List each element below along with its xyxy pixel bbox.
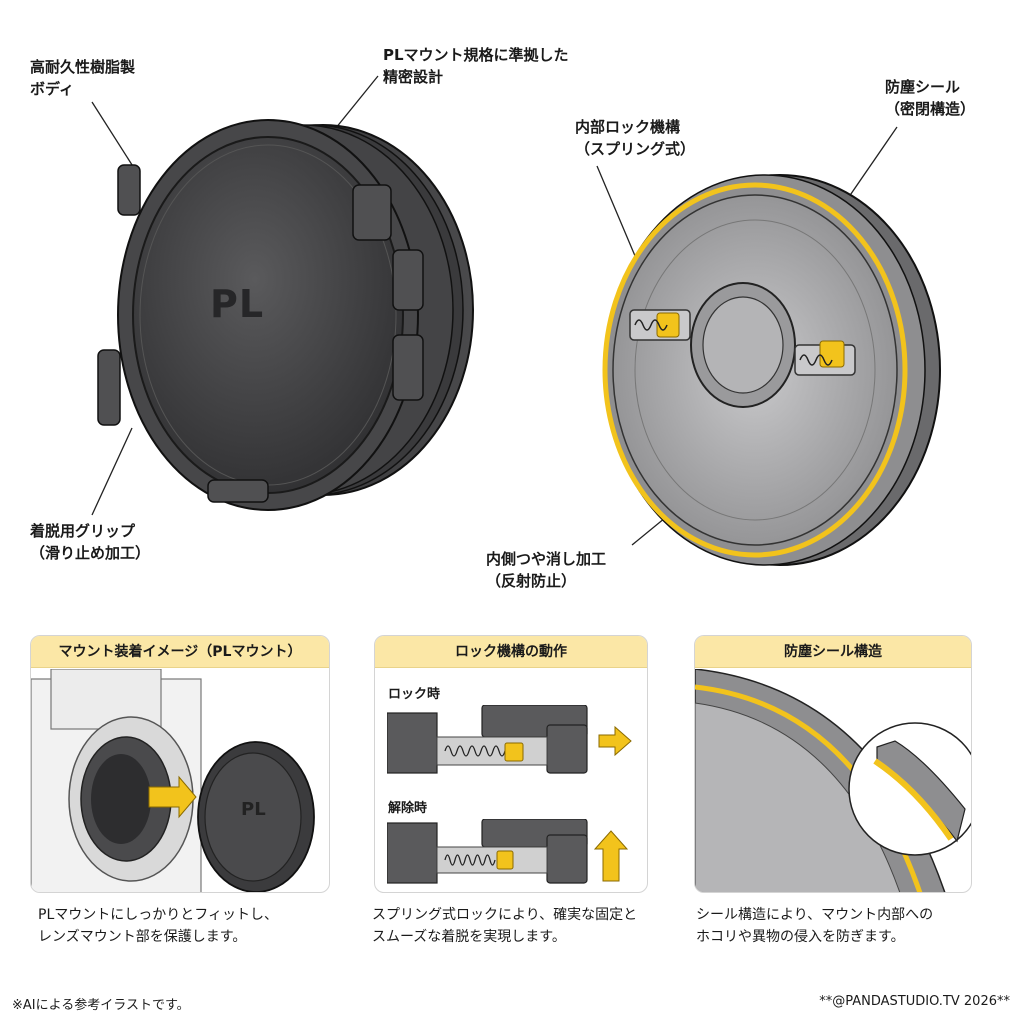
panel-seal: 防塵シール構造 — [694, 635, 972, 893]
footer-credit: **@PANDASTUDIO.TV 2026** — [819, 994, 1010, 1009]
panel-seal-description-line1: シール構造により、マウント内部への — [696, 907, 934, 923]
panel-seal-body — [695, 668, 971, 892]
lock-released-diagram — [387, 819, 629, 884]
callout-precision: PLマウント規格に準拠した 精密設計 — [383, 44, 569, 88]
callout-body-material: 高耐久性樹脂製 ボディ — [30, 56, 135, 100]
panel-mount-description-line1: PLマウントにしっかりとフィットし、 — [38, 907, 278, 923]
panel-mount-title: マウント装着イメージ（PLマウント） — [31, 636, 329, 668]
callout-seal-line2: （密閉構造） — [885, 100, 976, 118]
mount-cap-pl-emboss: PL — [241, 799, 266, 820]
callout-inner-finish: 内側つや消し加工 （反射防止） — [486, 548, 606, 592]
callout-seal: 防塵シール （密閉構造） — [885, 76, 975, 120]
panel-lock-body: ロック時 解除時 — [375, 669, 647, 892]
lock-locked-label: ロック時 — [388, 687, 441, 702]
callout-grip-line2: （滑り止め加工） — [30, 544, 151, 562]
callout-grip-line1: 着脱用グリップ — [30, 522, 136, 540]
mount-illustration — [31, 668, 315, 892]
callout-lock: 内部ロック機構 （スプリング式） — [575, 116, 695, 160]
callout-inner-finish-line2: （反射防止） — [486, 572, 577, 590]
callout-inner-finish-line1: 内側つや消し加工 — [486, 550, 607, 568]
callout-body-material-line2: ボディ — [30, 80, 74, 98]
panel-seal-title: 防塵シール構造 — [695, 636, 971, 668]
panel-mount: マウント装着イメージ（PLマウント） PL — [30, 635, 330, 893]
panel-mount-description-line2: レンズマウント部を保護します。 — [38, 929, 247, 945]
panel-seal-description-line2: ホコリや異物の侵入を防ぎます。 — [696, 929, 905, 945]
panel-seal-description: シール構造により、マウント内部への ホコリや異物の侵入を防ぎます。 — [696, 904, 933, 948]
lock-locked-diagram — [387, 705, 632, 774]
seal-illustration — [695, 668, 971, 892]
panel-mount-body: PL — [31, 668, 329, 892]
callout-lock-line1: 内部ロック機構 — [575, 118, 681, 136]
callout-precision-line1: PLマウント規格に準拠した — [383, 46, 569, 64]
panel-lock-description-line1: スプリング式ロックにより、確実な固定と — [372, 907, 638, 923]
pl-cap-front-illustration — [97, 119, 474, 511]
footer-note: ※AIによる参考イラストです。 — [12, 998, 190, 1013]
panel-lock-title: ロック機構の動作 — [375, 636, 647, 668]
panel-lock-description-line2: スムーズな着脱を実現します。 — [372, 929, 566, 945]
callout-body-material-line1: 高耐久性樹脂製 — [30, 58, 136, 76]
lock-released-label: 解除時 — [388, 801, 428, 816]
callout-precision-line2: 精密設計 — [383, 68, 444, 86]
panel-lock: ロック機構の動作 ロック時 解除時 — [374, 635, 648, 893]
callout-grip: 着脱用グリップ （滑り止め加工） — [30, 520, 150, 564]
panel-lock-description: スプリング式ロックにより、確実な固定と スムーズな着脱を実現します。 — [372, 904, 637, 948]
callout-lock-line2: （スプリング式） — [575, 140, 696, 158]
callout-seal-line1: 防塵シール — [885, 78, 961, 96]
pl-cap-inner-illustration — [602, 174, 941, 566]
panel-mount-description: PLマウントにしっかりとフィットし、 レンズマウント部を保護します。 — [38, 904, 278, 948]
cap-pl-emboss: PL — [210, 282, 265, 326]
